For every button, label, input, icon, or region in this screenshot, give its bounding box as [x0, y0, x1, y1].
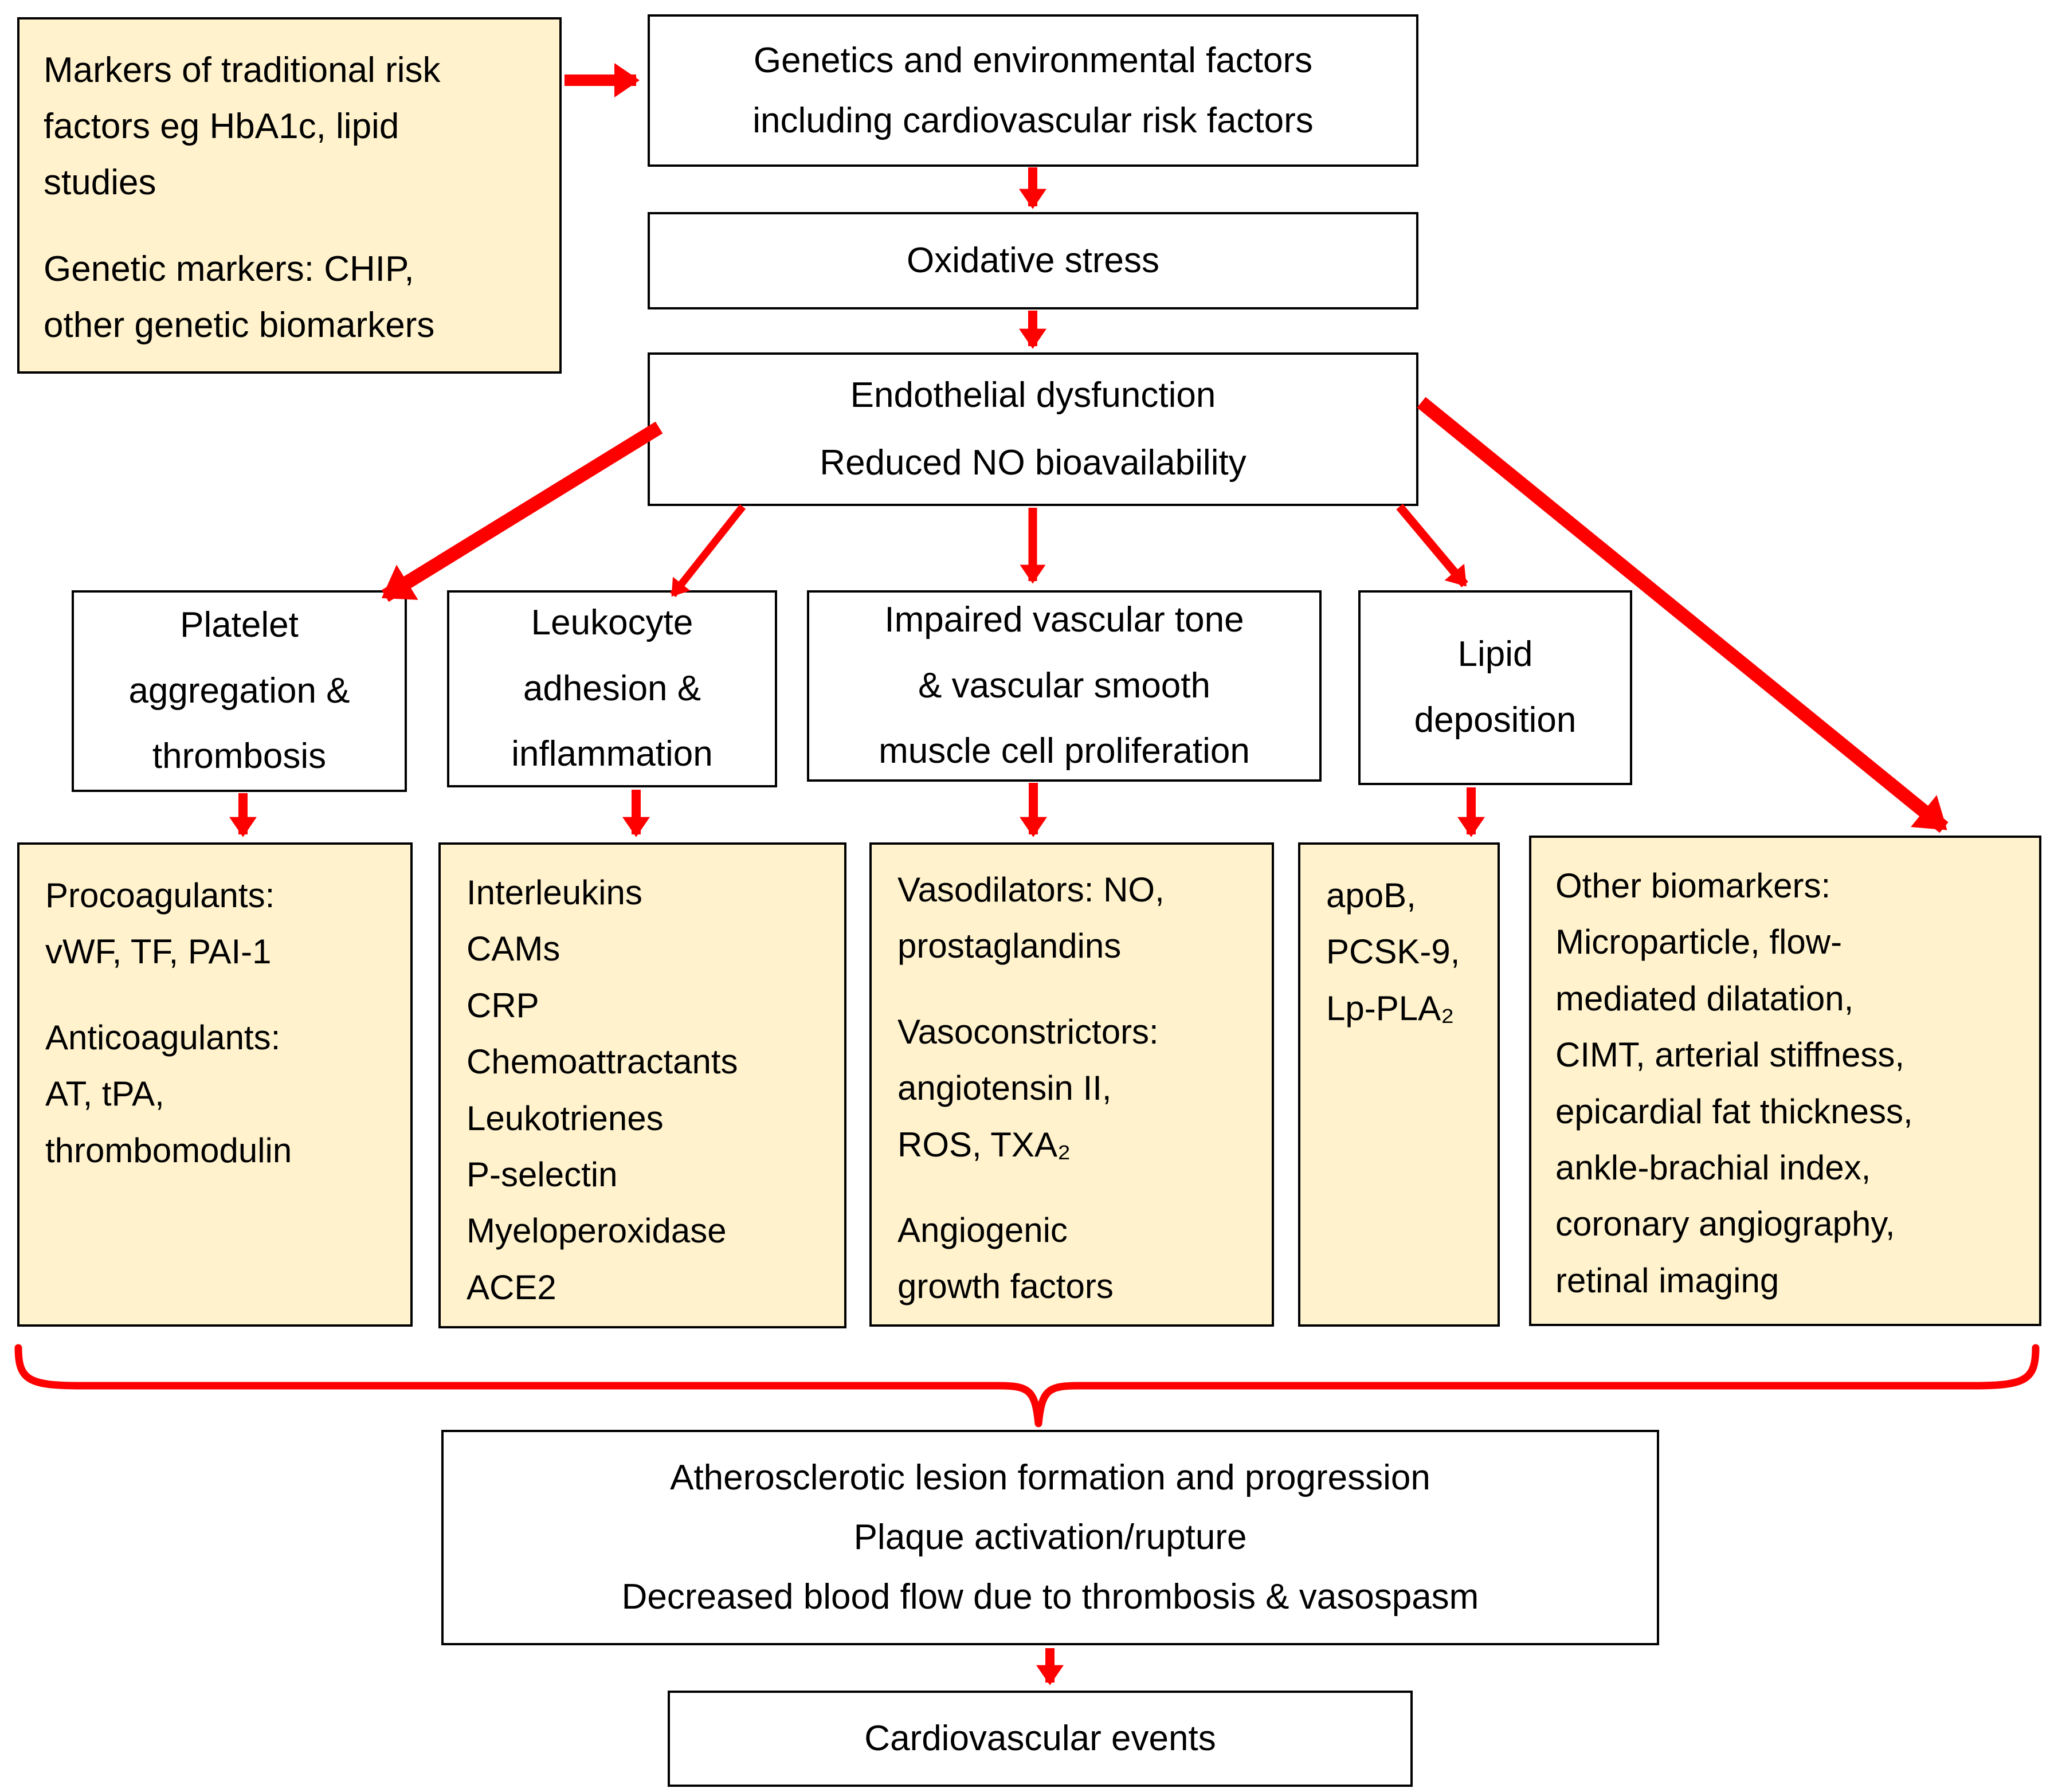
text-line: Plaque activation/rupture [853, 1517, 1247, 1557]
text-line: Other biomarkers: [1555, 866, 1831, 905]
text-line: & vascular smooth [918, 665, 1210, 705]
text-line: Atherosclerotic lesion formation and pro… [670, 1457, 1430, 1497]
text-line: Decreased blood flow due to thrombosis &… [621, 1577, 1479, 1617]
text-line: Anticoagulants: [45, 1018, 281, 1057]
atherosclerotic-lesion-box: Atherosclerotic lesion formation and pro… [441, 1430, 1659, 1645]
text-line: inflammation [511, 734, 713, 774]
text-line: Lp-PLA₂ [1326, 989, 1455, 1028]
text-line: ankle-brachial index, [1555, 1148, 1871, 1187]
text-line: ACE2 [467, 1268, 556, 1307]
procoagulants-box: Procoagulants: vWF, TF, PAI-1 Anticoagul… [17, 842, 413, 1327]
text-line: Endothelial dysfunction [850, 375, 1216, 415]
lipid-deposition-box: Lipid deposition [1358, 590, 1632, 785]
text-line: Leukotrienes [467, 1099, 664, 1138]
text-line: Vasodilators: NO, [897, 870, 1165, 909]
text-line: mediated dilatation, [1555, 979, 1854, 1018]
endothelial-dysfunction-box: Endothelial dysfunction Reduced NO bioav… [648, 352, 1418, 506]
text-line: Impaired vascular tone [884, 599, 1244, 640]
text-line: CAMs [467, 930, 560, 968]
text-line: Reduced NO bioavailability [820, 443, 1246, 483]
text-line: growth factors [897, 1267, 1114, 1306]
text-line [44, 211, 535, 241]
text-line: Interleukins [467, 873, 642, 912]
text-line: muscle cell proliferation [879, 731, 1250, 771]
text-line: P-selectin [467, 1155, 618, 1194]
arrow-endothelial-to-leukocyte [669, 504, 746, 598]
text-line: studies [44, 162, 156, 202]
oxidative-stress-box: Oxidative stress [648, 212, 1418, 309]
text-line: epicardial fat thickness, [1555, 1092, 1913, 1131]
text-line: other genetic biomarkers [44, 305, 435, 345]
text-line: AT, tPA, [45, 1075, 164, 1113]
brace-biomarkers [14, 1344, 2040, 1428]
text-line: retinal imaging [1555, 1261, 1779, 1300]
text-line: Lipid [1457, 634, 1533, 675]
text-line: vWF, TF, PAI-1 [45, 932, 272, 971]
text-line: Cardiovascular events [864, 1719, 1216, 1759]
text-line: Markers of traditional risk [44, 50, 441, 90]
text-line: Vasoconstrictors: [897, 1012, 1159, 1051]
text-line: adhesion & [523, 668, 701, 708]
text-line: Oxidative stress [906, 241, 1160, 281]
text-line: Leukocyte [531, 602, 693, 642]
text-line: factors eg HbA1c, lipid [44, 106, 399, 146]
impaired-vascular-tone-box: Impaired vascular tone & vascular smooth… [807, 590, 1322, 782]
text-line: apoB, [1326, 876, 1416, 915]
text-line: Myeloperoxidase [467, 1211, 727, 1250]
text-line: Procoagulants: [45, 876, 275, 915]
other-biomarkers-box: Other biomarkers: Microparticle, flow- m… [1529, 836, 2041, 1326]
text-line: Genetics and environmental factors [753, 40, 1313, 80]
text-line [45, 981, 385, 1010]
text-line: aggregation & [128, 670, 350, 711]
text-line: deposition [1414, 700, 1577, 740]
text-line: Angiogenic [897, 1210, 1068, 1249]
text-line: Genetic markers: CHIP, [44, 249, 414, 289]
text-line: Microparticle, flow- [1555, 923, 1843, 962]
text-line: thrombosis [152, 736, 327, 777]
text-line: PCSK-9, [1326, 932, 1460, 971]
text-line: including cardiovascular risk factors [752, 101, 1314, 140]
text-line: thrombomodulin [45, 1131, 292, 1170]
text-line: coronary angiography, [1555, 1205, 1895, 1244]
text-line: CRP [467, 986, 539, 1025]
text-line: Chemoattractants [467, 1042, 738, 1081]
inflammation-markers-box: Interleukins CAMs CRP Chemoattractants L… [438, 842, 846, 1328]
vasodilators-box: Vasodilators: NO, prostaglandins Vasocon… [869, 842, 1274, 1327]
platelet-aggregation-box: Platelet aggregation & thrombosis [72, 590, 407, 792]
lipid-markers-box: apoB, PCSK-9, Lp-PLA₂ [1298, 842, 1500, 1327]
text-line: CIMT, arterial stiffness, [1555, 1036, 1905, 1075]
text-line: prostaglandins [897, 927, 1122, 966]
text-line: angiotensin II, [897, 1069, 1112, 1108]
text-line: Platelet [180, 605, 299, 645]
traditional-markers-box: Markers of traditional risk factors eg H… [17, 17, 562, 374]
text-line: ROS, TXA₂ [897, 1125, 1071, 1164]
cardiovascular-events-box: Cardiovascular events [668, 1691, 1413, 1787]
text-line [897, 975, 1246, 1004]
arrow-endothelial-to-lipid [1396, 504, 1468, 587]
text-line [897, 1173, 1246, 1202]
genetics-environment-box: Genetics and environmental factors inclu… [648, 14, 1418, 167]
leukocyte-adhesion-box: Leukocyte adhesion & inflammation [447, 590, 777, 787]
arrow-endothelial-to-platelet [381, 421, 663, 602]
